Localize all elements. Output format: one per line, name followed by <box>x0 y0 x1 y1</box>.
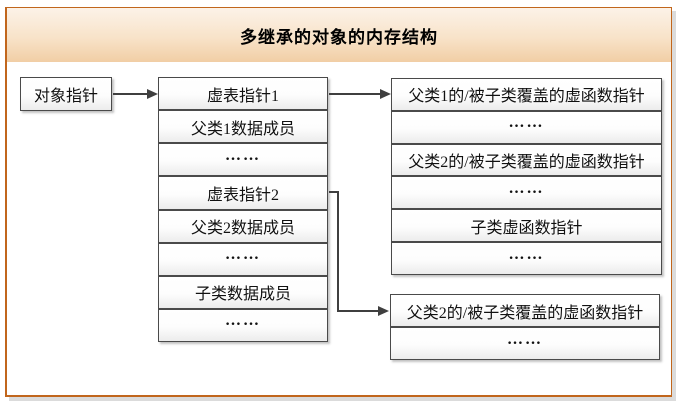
vtable1-row-parent1-vfuncs: 父类1的/被子类覆盖的虚函数指针 <box>391 78 662 111</box>
memory-row-vtable-pointer-2: 虚表指针2 <box>158 176 328 210</box>
vtable2-row-ellipsis-1: …… <box>390 327 660 360</box>
title-banner: 多继承的对象的内存结构 <box>7 8 671 62</box>
object-pointer-box: 对象指针 <box>20 77 112 111</box>
diagram-title: 多继承的对象的内存结构 <box>240 27 438 47</box>
memory-row-parent1-data: 父类1数据成员 <box>158 110 328 144</box>
vtable2-table: 父类2的/被子类覆盖的虚函数指针 …… <box>390 294 660 360</box>
memory-row-ellipsis-1: …… <box>158 143 328 177</box>
memory-row-child-data: 子类数据成员 <box>158 275 328 309</box>
vtable1-row-ellipsis-3: …… <box>391 242 662 275</box>
vtable1-row-ellipsis-2: …… <box>391 176 662 210</box>
object-pointer-label: 对象指针 <box>33 88 98 105</box>
vtable2-row-parent2-vfuncs: 父类2的/被子类覆盖的虚函数指针 <box>390 294 660 327</box>
memory-row-ellipsis-2: …… <box>158 242 328 276</box>
memory-row-ellipsis-3: …… <box>158 308 328 342</box>
vtable1-row-child-vfuncs: 子类虚函数指针 <box>391 209 662 243</box>
memory-row-parent2-data: 父类2数据成员 <box>158 209 328 243</box>
vtable1-row-parent2-vfuncs: 父类2的/被子类覆盖的虚函数指针 <box>391 143 662 177</box>
vtable1-row-ellipsis-1: …… <box>391 110 662 144</box>
object-memory-table: 虚表指针1 父类1数据成员 …… 虚表指针2 父类2数据成员 …… 子类数据成员… <box>158 77 328 342</box>
memory-row-vtable-pointer-1: 虚表指针1 <box>158 77 328 111</box>
vtable1-table: 父类1的/被子类覆盖的虚函数指针 …… 父类2的/被子类覆盖的虚函数指针 …… … <box>391 78 662 275</box>
